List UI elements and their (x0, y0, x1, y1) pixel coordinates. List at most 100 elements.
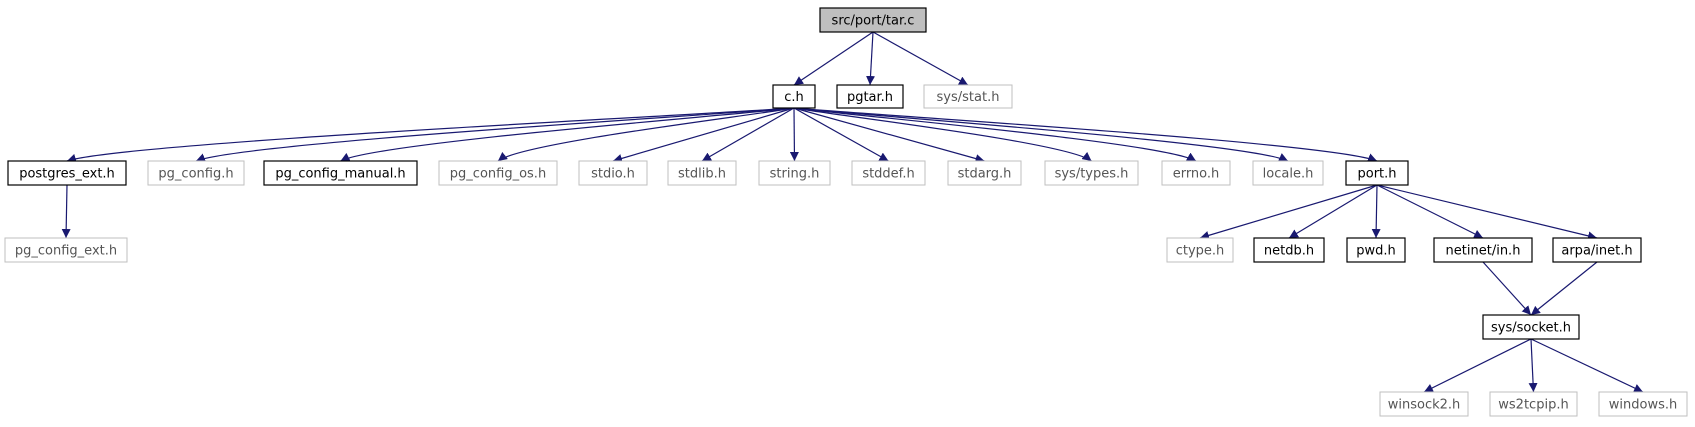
node-box (1433, 237, 1533, 263)
node-label: stddef.h (862, 167, 914, 182)
node-box (836, 84, 904, 109)
node-box (578, 160, 648, 186)
node-windows-h: windows.h (1598, 391, 1688, 417)
node-label: ctype.h (1176, 244, 1225, 259)
node-label: pg_config.h (158, 167, 233, 182)
node-box (1489, 391, 1578, 417)
node-box (1552, 237, 1642, 263)
node-netdb-h[interactable]: netdb.h (1253, 237, 1325, 263)
node-box (947, 160, 1022, 186)
node-label: pgtar.h (847, 90, 893, 105)
node-label: winsock2.h (1388, 398, 1461, 413)
node-ws2tcpip-h: ws2tcpip.h (1489, 391, 1578, 417)
node-sys-socket-h[interactable]: sys/socket.h (1482, 314, 1580, 340)
node-arpa-inet-h[interactable]: arpa/inet.h (1552, 237, 1642, 263)
edge-c_h-to-locale_h (793, 107, 1289, 162)
node-sys-stat-h: sys/stat.h (923, 84, 1013, 109)
edge-tar_c-to-pgtar_h (866, 31, 876, 86)
node-box (263, 160, 418, 186)
node-pg-config-ext-h: pg_config_ext.h (4, 237, 128, 263)
node-box (1598, 391, 1688, 417)
edge-c_h-to-stdio_h (612, 107, 795, 163)
node-locale-h: locale.h (1252, 160, 1324, 186)
node-ctype-h: ctype.h (1166, 237, 1234, 263)
edge-c_h-to-stdarg_h (793, 107, 985, 163)
node-box (1345, 160, 1409, 186)
node-box (1166, 237, 1234, 263)
node-string-h: string.h (758, 160, 831, 186)
node-label: src/port/tar.c (832, 14, 915, 29)
node-box (7, 160, 127, 186)
node-box (1252, 160, 1324, 186)
node-errno-h: errno.h (1161, 160, 1231, 186)
node-label: port.h (1357, 167, 1396, 182)
node-label: c.h (784, 90, 804, 105)
edge-c_h-to-pg_config_h (195, 107, 795, 162)
node-pg-config-manual-h[interactable]: pg_config_manual.h (263, 160, 418, 186)
edges-layer (61, 31, 1644, 393)
node-label: stdarg.h (958, 167, 1012, 182)
node-box (1044, 160, 1139, 186)
nodes-layer: src/port/tar.c c.h pgtar.h sys/stat.h postgr… (4, 7, 1688, 417)
edge-c_h-to-stddef_h (793, 107, 889, 162)
node-box (758, 160, 831, 186)
edge-sys_socket_h-to-winsock2_h (1423, 338, 1532, 393)
edge-c_h-to-errno_h (793, 107, 1197, 162)
node-box (1482, 314, 1580, 340)
node-pwd-h[interactable]: pwd.h (1346, 237, 1406, 263)
node-label: netinet/in.h (1446, 244, 1521, 259)
node-netinet-in-h[interactable]: netinet/in.h (1433, 237, 1533, 263)
node-label: ws2tcpip.h (1498, 398, 1568, 413)
node-stdarg-h: stdarg.h (947, 160, 1022, 186)
node-box (4, 237, 128, 263)
node-pg-config-os-h: pg_config_os.h (438, 160, 558, 186)
edge-port_h-to-ctype_h (1199, 184, 1378, 240)
node-box (923, 84, 1013, 109)
node-winsock2-h: winsock2.h (1379, 391, 1469, 417)
edge-tar_c-to-c_h (793, 31, 874, 86)
edge-c_h-to-pg_config_os_h (497, 107, 795, 162)
node-box (1346, 237, 1406, 263)
node-box (819, 7, 927, 33)
node-c-h[interactable]: c.h (772, 84, 816, 109)
node-label: stdio.h (591, 167, 635, 182)
edge-arpa_inet_h-to-sys_socket_h (1530, 261, 1598, 316)
edge-sys_socket_h-to-ws2tcpip_h (1528, 338, 1538, 393)
node-box (1253, 237, 1325, 263)
node-label: arpa/inet.h (1561, 244, 1632, 259)
node-stdlib-h: stdlib.h (667, 160, 737, 186)
node-label: errno.h (1173, 167, 1220, 182)
node-box (772, 84, 816, 109)
node-stddef-h: stddef.h (851, 160, 926, 186)
node-label: pg_config_manual.h (275, 167, 405, 182)
edge-c_h-to-port_h (793, 107, 1378, 162)
edge-c_h-to-string_h (789, 107, 799, 162)
node-port-h[interactable]: port.h (1345, 160, 1409, 186)
node-postgres-ext-h[interactable]: postgres_ext.h (7, 160, 127, 186)
node-box (438, 160, 558, 186)
node-label: sys/types.h (1055, 167, 1129, 182)
edge-c_h-to-postgres_ext_h (66, 107, 795, 163)
edge-c_h-to-pg_config_manual_h (340, 107, 795, 162)
node-box (147, 160, 245, 186)
edge-postgres_ext_h-to-pg_config_ext_h (61, 184, 71, 239)
edge-netinet_in_h-to-sys_socket_h (1482, 261, 1532, 316)
node-label: pg_config_ext.h (15, 244, 117, 259)
edge-sys_socket_h-to-windows_h (1530, 338, 1644, 393)
node-stdio-h: stdio.h (578, 160, 648, 186)
edge-c_h-to-sys_types_h (793, 107, 1092, 162)
edge-c_h-to-stdlib_h (701, 107, 795, 162)
edge-port_h-to-pwd_h (1371, 184, 1381, 239)
node-pg-config-h: pg_config.h (147, 160, 245, 186)
node-label: sys/stat.h (937, 90, 1000, 105)
node-label: windows.h (1609, 398, 1677, 413)
edge-port_h-to-netdb_h (1288, 184, 1378, 239)
node-pgtar-h[interactable]: pgtar.h (836, 84, 904, 109)
node-label: netdb.h (1264, 244, 1314, 259)
node-box (667, 160, 737, 186)
edge-port_h-to-arpa_inet_h (1376, 184, 1598, 241)
node-box (1379, 391, 1469, 417)
node-label: sys/socket.h (1491, 321, 1571, 336)
node-tar-c[interactable]: src/port/tar.c (819, 7, 927, 33)
